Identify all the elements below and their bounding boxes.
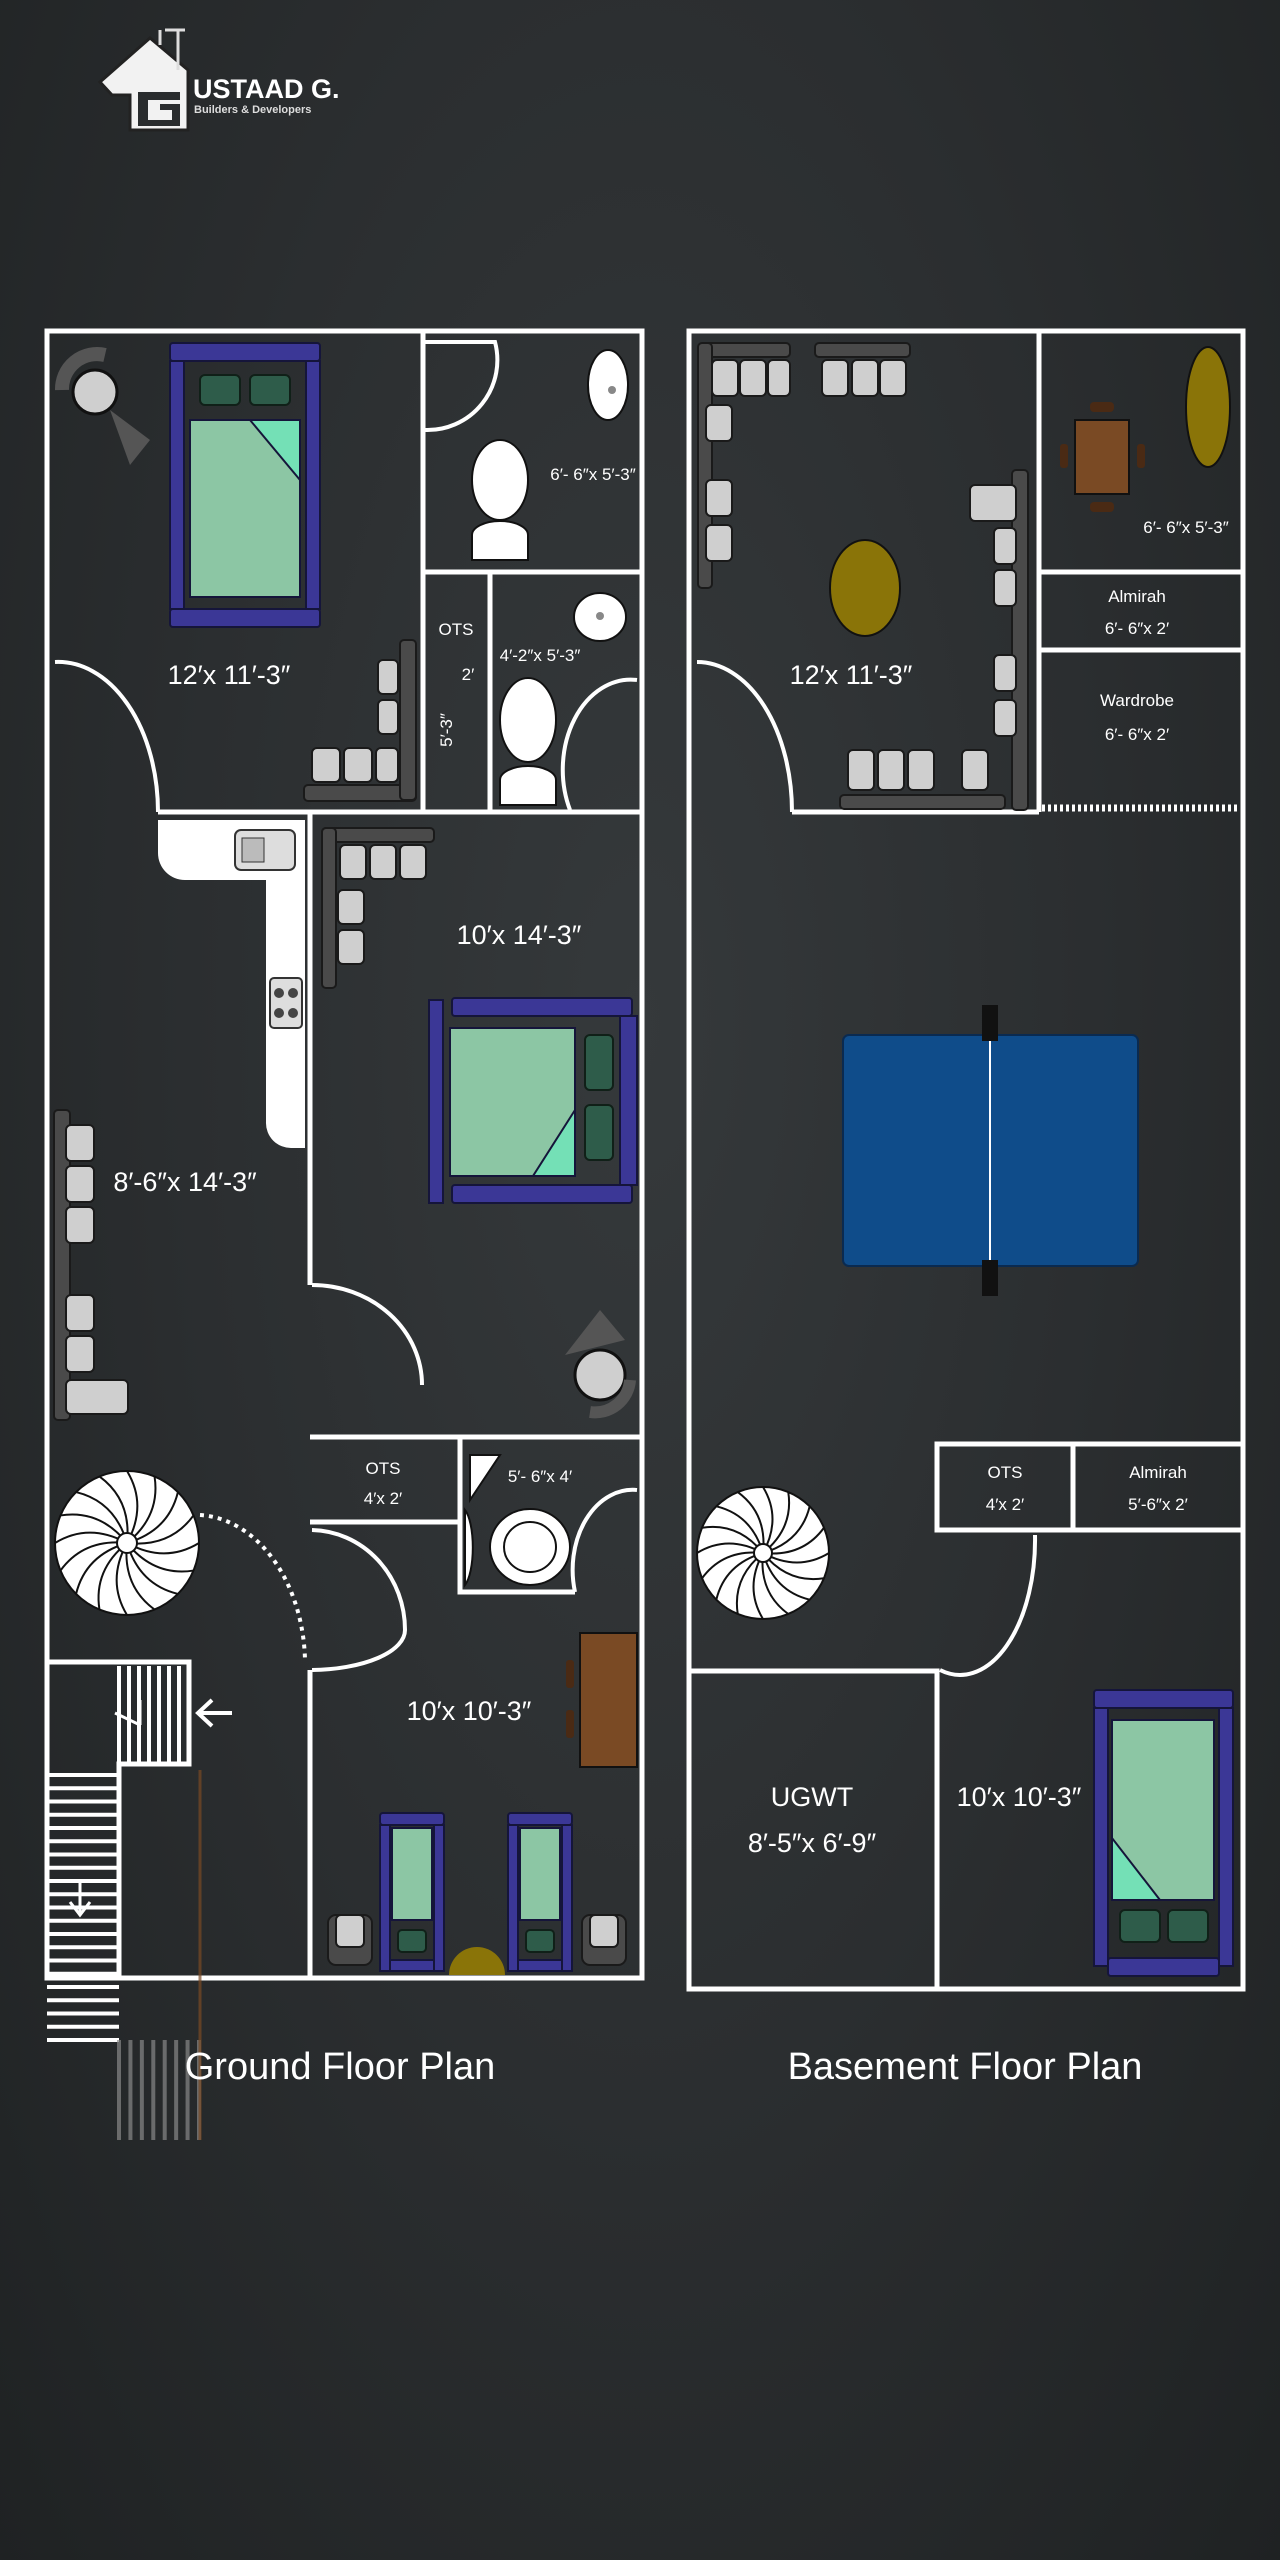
room-label-bath-top: 6′- 6″x 5′-3″ xyxy=(550,465,636,484)
spiral-staircase-basement xyxy=(696,1486,830,1620)
ots-top-width: 2′ xyxy=(462,665,475,684)
room-label-ots-bottom: OTS xyxy=(366,1459,401,1478)
ground-floor-title: Ground Floor Plan xyxy=(185,2046,496,2088)
chair-top-room xyxy=(55,347,150,465)
ugwt-label: UGWT xyxy=(771,1782,853,1812)
logo-tagline: Builders & Developers xyxy=(194,104,311,116)
logo-brand-name: USTAAD G. xyxy=(193,74,340,104)
room-label-bath-middle: 4′-2″x 5′-3″ xyxy=(500,646,581,665)
washbasin-bottom-bath xyxy=(469,1454,502,1504)
basement-doors xyxy=(696,660,1038,1677)
sink-icon xyxy=(234,829,296,871)
turn-arrow-icon xyxy=(114,1700,142,1727)
washbasin-middle-bath xyxy=(573,592,627,642)
wardrobe-size: 6′- 6″x 2′ xyxy=(1105,725,1169,744)
wardrobe-label: Wardrobe xyxy=(1100,691,1174,710)
almirah-bottom-label: Almirah xyxy=(1129,1463,1187,1482)
sofa-basement-right xyxy=(839,469,1029,811)
almirah-bottom-size: 5′-6″x 2′ xyxy=(1128,1495,1188,1514)
ground-floor-plan: 12′x 11′-3″ 6′- 6″x 5′-3″ OTS 2′ 5′-3″ 4… xyxy=(44,328,645,2140)
room-label-bedroom-bottom: 10′x 10′-3″ xyxy=(407,1696,532,1726)
side-table-icon xyxy=(449,1947,505,1975)
toilet-top-bath xyxy=(471,439,529,561)
sofa-middle-bedroom xyxy=(321,827,435,989)
toilet-bottom-bath xyxy=(464,1507,571,1588)
room-label-bedroom-top: 12′x 11′-3″ xyxy=(168,660,291,690)
room-label-bath-bottom: 5′- 6″x 4′ xyxy=(508,1467,572,1486)
table-tennis-table xyxy=(842,1005,1139,1296)
basement-floor-title: Basement Floor Plan xyxy=(788,2046,1143,2088)
spiral-staircase-ground xyxy=(54,1470,200,1616)
bed-top-room xyxy=(169,342,321,628)
house-logo-icon xyxy=(97,28,190,132)
oval-rug-icon xyxy=(1185,346,1231,468)
ground-floor-doors xyxy=(54,340,638,1672)
room-label-lounge: 8′-6″x 14′-3″ xyxy=(113,1167,257,1197)
round-table-icon xyxy=(829,539,901,637)
ots-basement-label: OTS xyxy=(988,1463,1023,1482)
kitchen-counter xyxy=(158,820,305,1149)
room-label-bedroom-middle: 10′x 14′-3″ xyxy=(457,920,582,950)
room-label-ots-top: OTS xyxy=(439,620,474,639)
toilet-middle-bath xyxy=(499,677,557,806)
study-table-basement xyxy=(1060,402,1145,512)
single-bed-right xyxy=(507,1812,573,1972)
sofa-top-room xyxy=(303,639,417,802)
stove-icon xyxy=(269,977,303,1029)
chair-middle-bedroom xyxy=(565,1310,636,1419)
room-label-basement-bedroom: 10′x 10′-3″ xyxy=(957,1782,1082,1812)
desk-bottom-bedroom xyxy=(566,1632,638,1768)
arrow-down-icon xyxy=(68,1880,92,1918)
washbasin-top-bath xyxy=(587,349,629,421)
single-bed-left xyxy=(379,1812,445,1972)
almirah-top-size: 6′- 6″x 2′ xyxy=(1105,619,1169,638)
basement-floor-plan: 12′x 11′-3″ 6′- 6″x 5′-3″ Almirah 6′- 6″… xyxy=(686,328,1246,2088)
chairs-bottom-bedroom xyxy=(327,1914,627,1966)
ots-bottom-size: 4′x 2′ xyxy=(364,1489,403,1508)
ots-basement-size: 4′x 2′ xyxy=(986,1495,1025,1514)
almirah-top-label: Almirah xyxy=(1108,587,1166,606)
company-logo: USTAAD G. Builders & Developers xyxy=(97,28,340,132)
bed-middle-bedroom xyxy=(428,997,638,1204)
basement-walls xyxy=(686,328,1246,1992)
room-label-basement-hall: 12′x 11′-3″ xyxy=(790,660,913,690)
bed-basement xyxy=(1093,1689,1234,1977)
staircase-ground xyxy=(47,1666,232,2140)
sofa-lounge xyxy=(53,1109,129,1421)
sofa-basement-top xyxy=(697,342,911,589)
ugwt-size: 8′-5″x 6′-9″ xyxy=(748,1828,877,1858)
ots-top-length: 5′-3″ xyxy=(437,713,456,747)
arrow-left-icon xyxy=(195,1698,232,1728)
room-label-basement-bath: 6′- 6″x 5′-3″ xyxy=(1143,518,1229,537)
ground-floor-walls xyxy=(44,328,645,1981)
